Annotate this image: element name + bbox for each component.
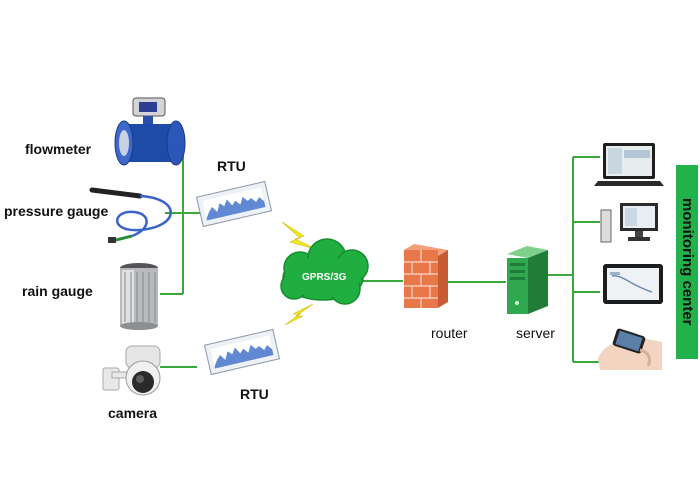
pressure-gauge-label: pressure gauge bbox=[4, 203, 109, 219]
rtu-icon bbox=[203, 328, 281, 376]
server-label: server bbox=[516, 325, 555, 341]
connector-lines bbox=[160, 143, 600, 368]
rtu-bottom-label: RTU bbox=[240, 386, 269, 402]
wireless-signal-icon bbox=[284, 303, 314, 326]
camera-icon bbox=[102, 345, 161, 396]
cloud-label: GPRS/3G bbox=[302, 272, 347, 283]
monitoring-center-label: monitoring center bbox=[679, 198, 696, 326]
desktop-icon bbox=[600, 203, 658, 243]
monitoring-center-band: monitoring center bbox=[676, 165, 698, 359]
rain-gauge-icon bbox=[120, 263, 158, 330]
server-icon bbox=[507, 246, 548, 314]
pressure-gauge-icon bbox=[89, 187, 172, 243]
laptop-icon bbox=[594, 143, 664, 186]
rtu-top-label: RTU bbox=[217, 158, 246, 174]
rain-gauge-label: rain gauge bbox=[22, 283, 93, 299]
flowmeter-icon bbox=[114, 97, 186, 166]
firewall-router-icon bbox=[404, 244, 448, 308]
camera-label: camera bbox=[108, 405, 158, 421]
smartphone-icon bbox=[598, 328, 662, 370]
rtu-icon bbox=[195, 180, 273, 228]
router-label: router bbox=[431, 325, 468, 341]
flowmeter-label: flowmeter bbox=[25, 141, 92, 157]
tablet-icon bbox=[603, 264, 663, 304]
